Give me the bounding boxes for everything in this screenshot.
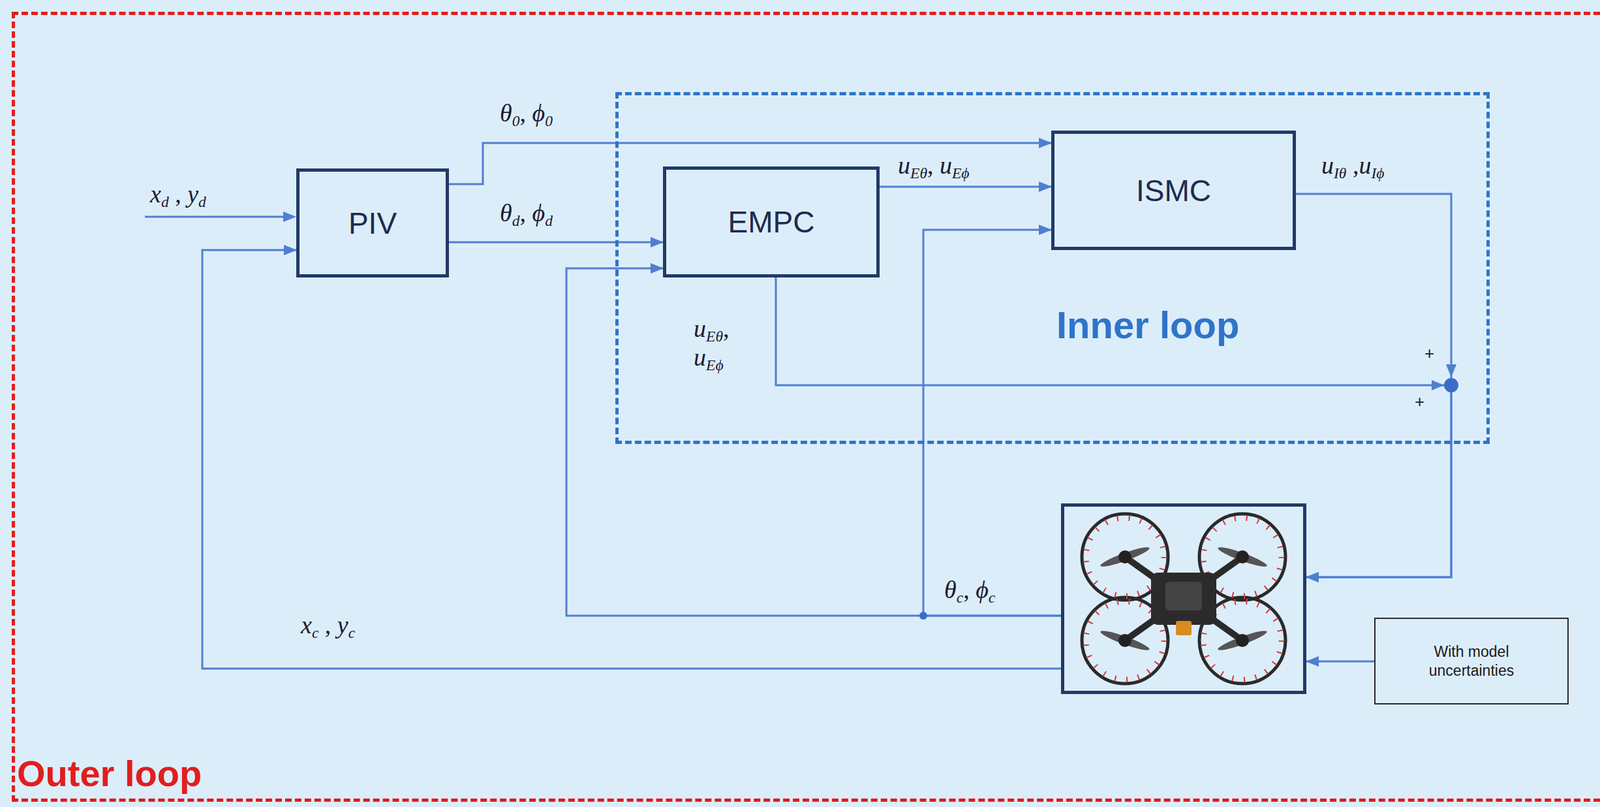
summing-junction	[1444, 377, 1459, 393]
inner-loop-region: Inner loop EMPC ISMC	[615, 92, 1490, 444]
sign-label: +	[1414, 392, 1425, 410]
propellers	[1098, 544, 1268, 654]
signal-connector	[448, 241, 663, 244]
controller-box: EMPC	[662, 166, 880, 278]
subscript: c	[348, 623, 355, 641]
plant-box	[1061, 503, 1307, 694]
signal-label: θc, ϕc	[944, 575, 996, 605]
signal-label: xc , yc	[300, 610, 355, 640]
node-label: ISMC	[1136, 172, 1212, 209]
arrowhead	[283, 211, 297, 222]
signal-label: uIθ ,uIϕ	[1321, 151, 1385, 181]
signal-label: θd, ϕd	[499, 199, 553, 228]
drone-guards	[1081, 513, 1286, 684]
region-title: Inner loop	[1056, 304, 1240, 346]
input-line	[144, 215, 285, 218]
node-label: With model uncertainties	[1415, 642, 1527, 680]
math-symbol: u	[1358, 151, 1371, 179]
signal-connector	[202, 249, 1062, 669]
math-symbol: u	[939, 151, 953, 179]
subscript: Eϕ	[706, 356, 724, 374]
math-symbol: ϕ	[531, 199, 545, 227]
arrowhead	[1446, 364, 1457, 378]
math-symbol: u	[693, 343, 707, 371]
subscript: d	[161, 193, 170, 211]
math-symbol: u	[1321, 151, 1334, 179]
math-symbol: u	[693, 314, 707, 342]
subscript: Iϕ	[1370, 164, 1385, 182]
node-label: PIV	[348, 205, 397, 241]
arrowhead	[1431, 379, 1445, 391]
region-title: Outer loop	[16, 753, 202, 794]
drone-illustration	[1081, 513, 1286, 684]
subscript: d	[198, 193, 207, 211]
subscript: c	[311, 623, 319, 641]
camera	[1175, 620, 1192, 635]
signal-connector	[879, 185, 1052, 188]
math-symbol: θ	[944, 575, 957, 603]
subscript: c	[956, 588, 964, 606]
math-symbol: ϕ	[975, 575, 989, 603]
signal-connector	[923, 229, 1062, 616]
subscript: Eθ	[910, 164, 928, 182]
subscript: Eθ	[706, 327, 724, 345]
signal-connector	[1306, 660, 1375, 663]
drone-body	[1151, 572, 1217, 625]
branch-dot	[919, 611, 928, 620]
subscript: d	[512, 212, 521, 230]
signal-label: uEθ, uEϕ	[897, 151, 970, 181]
signal-connector	[775, 277, 1452, 577]
subscript: d	[544, 212, 553, 230]
math-symbol: y	[187, 180, 199, 208]
subscript: 0	[512, 112, 521, 130]
signal-connector	[1295, 193, 1452, 577]
math-symbol: x	[300, 610, 312, 639]
math-symbol: θ	[499, 99, 513, 127]
signal-label: xd , yd	[150, 180, 207, 209]
subscript: 0	[544, 112, 553, 130]
math-symbol: x	[150, 180, 162, 208]
node-label: EMPC	[728, 204, 816, 240]
controller-box: PIV	[296, 168, 449, 278]
disturbance-note: With model uncertainties	[1374, 617, 1569, 705]
signal-connector	[448, 142, 1052, 185]
drone-arms	[1124, 556, 1243, 641]
controller-box: ISMC	[1051, 130, 1296, 250]
math-symbol: ϕ	[531, 99, 545, 127]
signal-label: θ0, ϕ0	[499, 99, 553, 128]
flight-board	[1165, 581, 1202, 611]
math-symbol: θ	[499, 199, 513, 227]
math-symbol: u	[897, 151, 911, 179]
outer-loop-region: Outer loop PIV Inner loop EMPC ISMC With mode…	[11, 11, 1600, 802]
subscript: c	[988, 588, 996, 606]
math-symbol: y	[337, 610, 349, 639]
subscript: Eϕ	[952, 164, 970, 182]
subscript: Iθ	[1333, 164, 1347, 182]
signal-label: uEθ, uEϕ	[693, 314, 729, 372]
sign-label: +	[1424, 344, 1435, 362]
